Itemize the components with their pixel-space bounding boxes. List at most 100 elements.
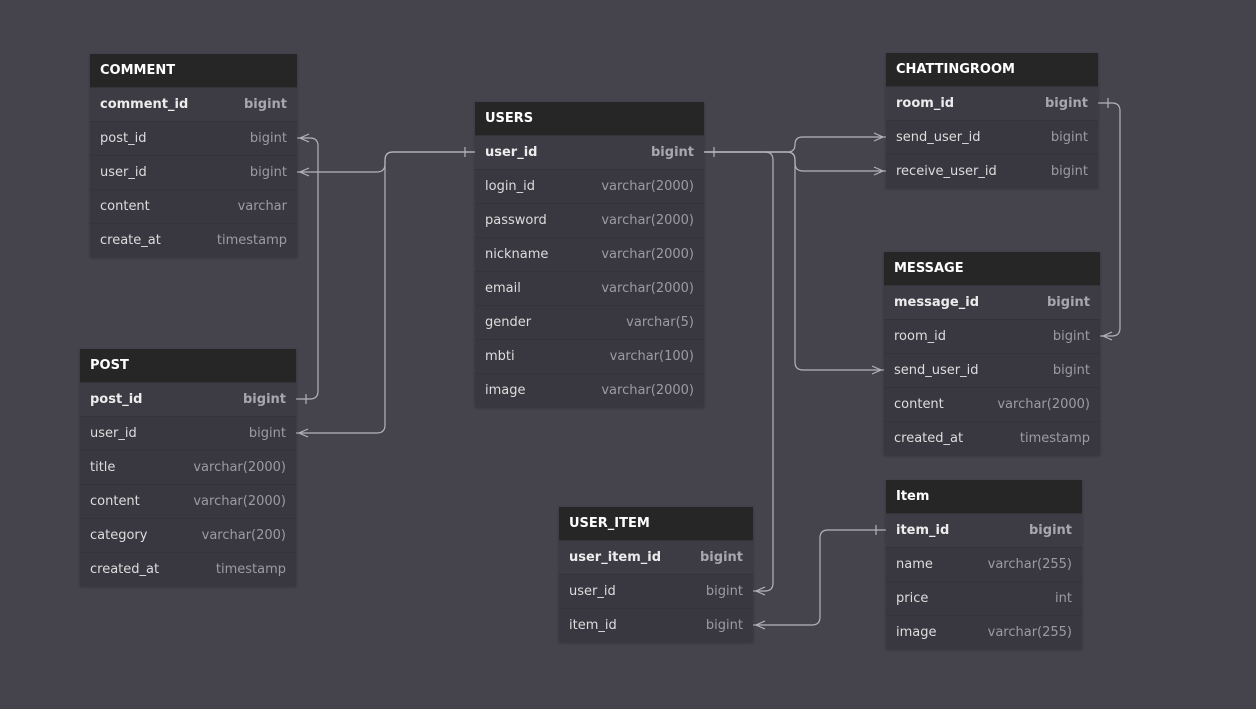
column-type: bigint — [1047, 295, 1090, 310]
link-post-users[interactable] — [296, 151, 475, 434]
column-name: category — [90, 528, 148, 543]
primary-key-row[interactable]: user_item_id bigint — [559, 540, 753, 574]
table-title[interactable]: USER_ITEM — [559, 507, 753, 540]
column-row[interactable]: image varchar(2000) — [475, 373, 704, 407]
column-name: image — [485, 383, 526, 398]
many-end — [297, 428, 309, 438]
column-type: bigint — [700, 550, 743, 565]
column-name: item_id — [896, 523, 950, 538]
column-type: varchar(100) — [609, 349, 694, 364]
link-comment-users[interactable] — [297, 151, 475, 173]
column-type: bigint — [651, 145, 694, 160]
many-end — [298, 167, 310, 177]
link-users-chattingroom-receive[interactable] — [704, 151, 886, 172]
column-type: bigint — [243, 392, 286, 407]
primary-key-row[interactable]: user_id bigint — [475, 135, 704, 169]
table-title[interactable]: COMMENT — [90, 54, 297, 87]
column-type: varchar(2000) — [601, 213, 694, 228]
column-name: email — [485, 281, 521, 296]
column-type: varchar(2000) — [193, 460, 286, 475]
column-name: user_item_id — [569, 550, 662, 565]
table-title[interactable]: MESSAGE — [884, 252, 1100, 285]
column-name: content — [100, 199, 150, 214]
column-name: create_at — [100, 233, 161, 248]
column-name: post_id — [100, 131, 147, 146]
table-title[interactable]: CHATTINGROOM — [886, 53, 1098, 86]
column-name: created_at — [894, 431, 964, 446]
column-name: price — [896, 591, 929, 606]
column-type: bigint — [244, 97, 287, 112]
column-row[interactable]: title varchar(2000) — [80, 450, 296, 484]
link-comment-post[interactable] — [296, 137, 319, 400]
column-name: room_id — [894, 329, 946, 344]
column-name: name — [896, 557, 933, 572]
many-end — [1101, 331, 1113, 341]
column-type: varchar(255) — [987, 625, 1072, 640]
table-title[interactable]: USERS — [475, 102, 704, 135]
table-title[interactable]: POST — [80, 349, 296, 382]
column-type: int — [1055, 591, 1072, 606]
link-users-message[interactable] — [704, 151, 884, 371]
link-chattingroom-message[interactable] — [1098, 102, 1121, 337]
column-row[interactable]: room_id bigint — [884, 319, 1100, 353]
link-users-chattingroom-send[interactable] — [704, 136, 886, 153]
column-name: password — [485, 213, 547, 228]
column-name: image — [896, 625, 937, 640]
column-name: login_id — [485, 179, 536, 194]
link-item-user-item[interactable] — [753, 529, 886, 626]
column-name: send_user_id — [896, 130, 981, 145]
column-name: nickname — [485, 247, 549, 262]
column-name: comment_id — [100, 97, 189, 112]
table-title[interactable]: Item — [886, 480, 1082, 513]
column-type: bigint — [1052, 329, 1090, 344]
primary-key-row[interactable]: comment_id bigint — [90, 87, 297, 121]
column-type: varchar(2000) — [601, 247, 694, 262]
column-name: user_id — [485, 145, 538, 160]
column-row[interactable]: price int — [886, 581, 1082, 615]
column-row[interactable]: password varchar(2000) — [475, 203, 704, 237]
column-row[interactable]: nickname varchar(2000) — [475, 237, 704, 271]
column-name: content — [90, 494, 140, 509]
column-row[interactable]: create_at timestamp — [90, 223, 297, 257]
many-end — [754, 586, 766, 596]
column-row[interactable]: login_id varchar(2000) — [475, 169, 704, 203]
column-row[interactable]: image varchar(255) — [886, 615, 1082, 649]
column-name: content — [894, 397, 944, 412]
column-type: timestamp — [216, 233, 287, 248]
column-type: varchar(2000) — [601, 383, 694, 398]
column-name: title — [90, 460, 116, 475]
column-type: bigint — [1052, 363, 1090, 378]
column-type: varchar(2000) — [601, 179, 694, 194]
column-name: created_at — [90, 562, 160, 577]
